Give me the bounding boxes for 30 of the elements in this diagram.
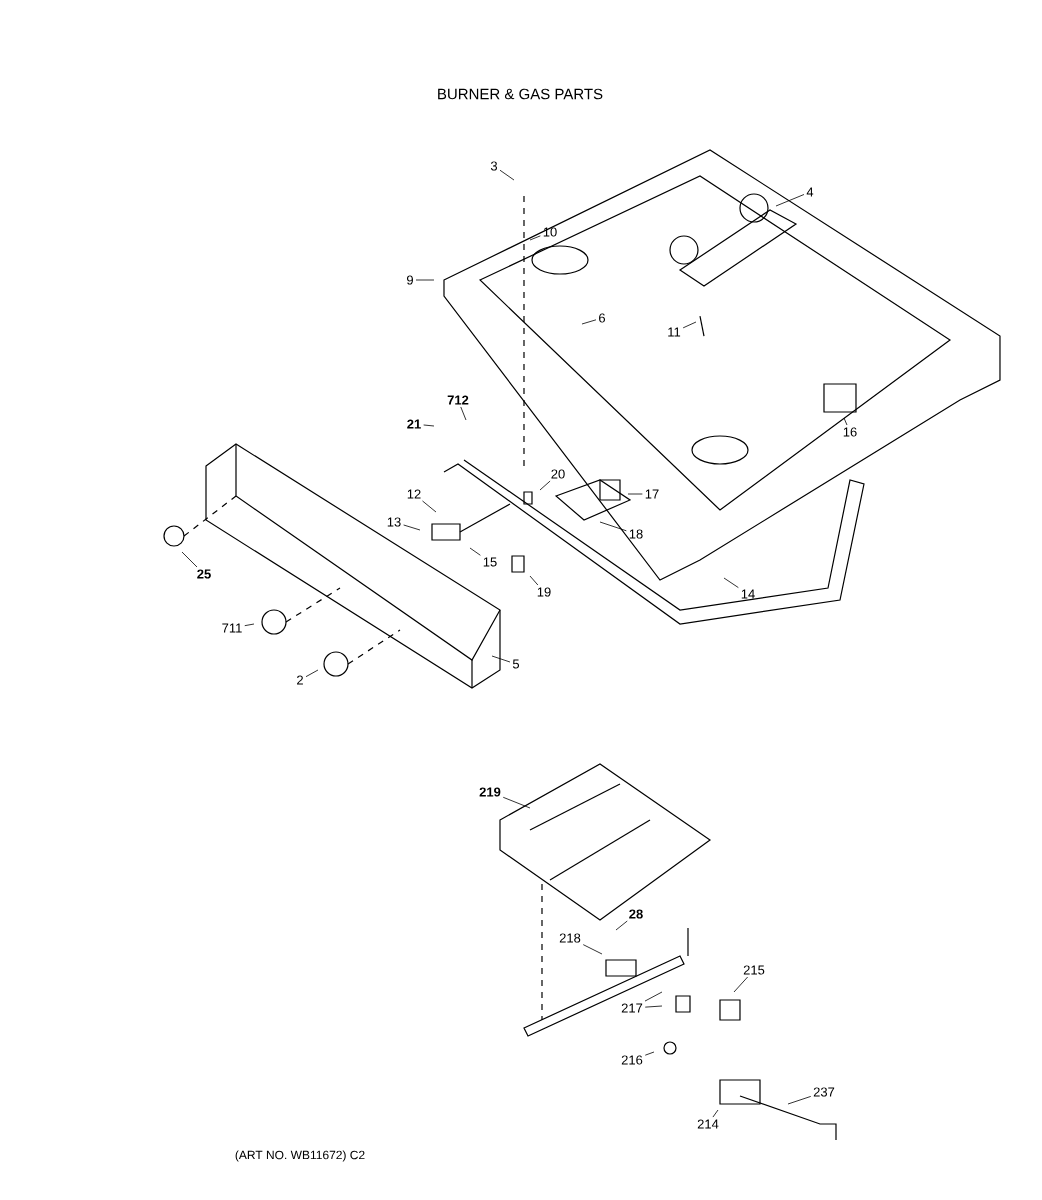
leader-line: [582, 944, 603, 955]
leader-line: [181, 551, 198, 568]
leader-line: [529, 575, 539, 586]
leader-line: [682, 321, 697, 329]
leader-line: [305, 669, 319, 678]
leader-line: [415, 279, 435, 281]
leader-line: [502, 796, 531, 809]
leader-line: [787, 1096, 812, 1105]
leader-line: [499, 169, 515, 181]
leader-line: [775, 194, 805, 207]
leader-line: [539, 480, 551, 491]
leader-line: [615, 920, 628, 931]
leader-line: [599, 521, 627, 532]
leader-line: [644, 1051, 655, 1056]
leader-line: [627, 493, 643, 495]
leader-line: [712, 1109, 719, 1118]
leader-line: [581, 319, 597, 325]
leader-line: [723, 577, 739, 588]
leader-line: [460, 406, 467, 421]
leader-line: [423, 424, 435, 427]
leader-line: [733, 976, 749, 993]
leader-line: [244, 623, 255, 627]
leader-line: [403, 524, 421, 531]
leader-line: [529, 235, 541, 241]
leader-line: [422, 500, 437, 513]
leader-line: [644, 991, 663, 1002]
leader-line: [843, 417, 848, 426]
leader-line: [644, 1005, 663, 1008]
leader-line: [469, 547, 481, 556]
leader-line: [491, 655, 511, 663]
